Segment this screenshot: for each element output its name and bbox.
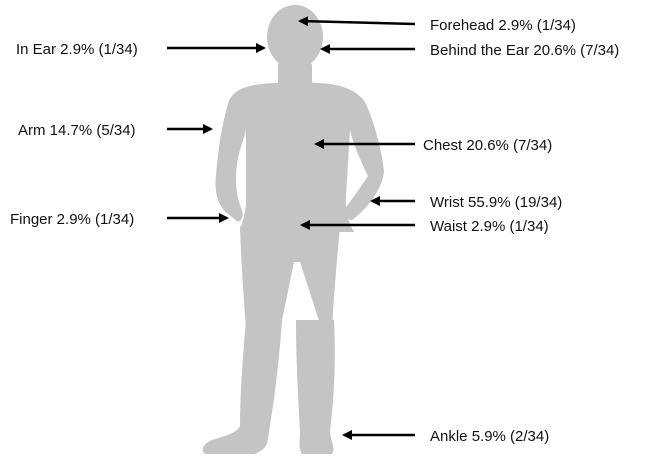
in-ear-label: In Ear 2.9% (1/34): [16, 41, 138, 58]
torso: [216, 83, 385, 233]
waist-label: Waist 2.9% (1/34): [430, 218, 549, 235]
behind-ear-label: Behind the Ear 20.6% (7/34): [430, 42, 619, 59]
ankle-label: Ankle 5.9% (2/34): [430, 428, 549, 445]
forehead-label: Forehead 2.9% (1/34): [430, 17, 576, 34]
wrist-label: Wrist 55.9% (19/34): [430, 194, 562, 211]
arm-label: Arm 14.7% (5/34): [18, 122, 136, 139]
human-silhouette: [203, 5, 384, 454]
right-leg: [296, 320, 335, 454]
left-leg: [203, 320, 282, 454]
finger-label: Finger 2.9% (1/34): [10, 211, 134, 228]
hips: [240, 226, 340, 330]
chest-label: Chest 20.6% (7/34): [423, 137, 552, 154]
head: [267, 5, 323, 69]
